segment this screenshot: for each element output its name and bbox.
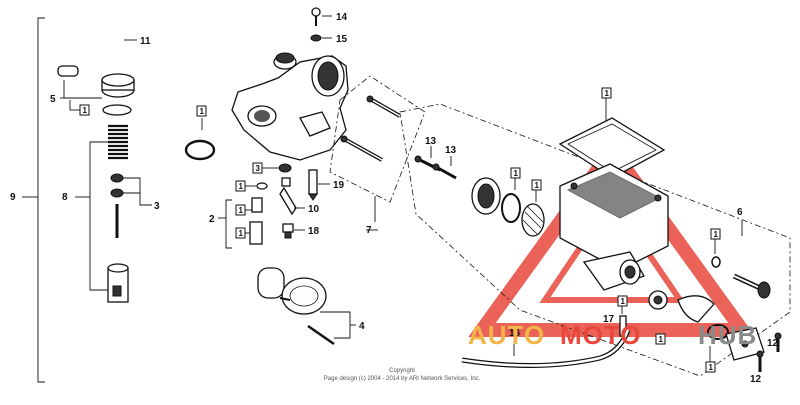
callout-11: 11 [140, 36, 151, 47]
box-mark: 1 [617, 295, 628, 307]
box-mark: 1 [655, 333, 666, 345]
callout-14: 14 [336, 12, 348, 23]
box-mark: 1 [705, 361, 716, 373]
part-10-slow-jet [279, 177, 297, 216]
box-mark: 1 [235, 204, 246, 216]
part-4-float [257, 267, 335, 346]
carburetor-body [231, 52, 349, 161]
clip-a [110, 173, 124, 183]
box-mark: 1 [710, 228, 721, 240]
part-15-washer [310, 34, 322, 42]
callout-13-b: 13 [445, 145, 457, 156]
part-13-screws [414, 155, 457, 180]
svg-text:1: 1 [239, 229, 244, 238]
svg-text:1: 1 [714, 230, 719, 239]
callout-13-a: 13 [425, 136, 437, 147]
svg-text:1: 1 [621, 297, 626, 306]
callout-9: 9 [10, 192, 16, 203]
bracket-9 [37, 17, 45, 383]
part-14-screw [311, 7, 321, 26]
main-jet [249, 197, 263, 245]
part-7-screws [340, 95, 401, 162]
svg-text:1: 1 [514, 169, 519, 178]
box-mark: 1 [79, 104, 90, 116]
callout-15: 15 [336, 34, 348, 45]
diaphragm-cover [471, 177, 501, 215]
copyright-text: Page design (c) 2004 - 2014 by ARI Netwo… [324, 376, 481, 382]
callout-3-left: 3 [154, 201, 160, 212]
callout-19: 19 [333, 180, 345, 191]
callout-5: 5 [50, 94, 56, 105]
part-11-elbow [78, 34, 137, 49]
svg-text:1: 1 [83, 106, 88, 115]
box-mark: 1 [510, 167, 521, 179]
panel-7 [329, 75, 426, 203]
svg-text:3: 3 [256, 164, 261, 173]
callout-6: 6 [737, 207, 743, 218]
callout-18: 18 [308, 226, 320, 237]
callout-4: 4 [359, 321, 365, 332]
watermark-word-auto: AUTO [468, 320, 545, 350]
part-12-screws [756, 332, 782, 372]
panel-6 [399, 103, 791, 377]
callout-17: 17 [603, 314, 615, 325]
watermark-triangle [468, 138, 756, 337]
float-chamber-cover [558, 117, 666, 179]
callout-7: 7 [366, 225, 372, 236]
callout-8: 8 [62, 192, 68, 203]
drain-plate [707, 324, 765, 361]
box-mark: 1 [235, 227, 246, 239]
box-mark: 1 [235, 180, 246, 192]
chamber-fitting [582, 251, 645, 291]
box-mark: 1 [531, 179, 542, 191]
callout-2: 2 [209, 214, 215, 225]
watermark-word-moto: MOTO [560, 320, 642, 350]
diaphragm [648, 290, 715, 323]
small-oring [256, 182, 268, 190]
jet-washer [278, 163, 292, 173]
box-mark: 3 [252, 162, 263, 174]
gasket-ring [102, 104, 132, 116]
screw-oring [711, 256, 721, 268]
throttle-valve [107, 263, 129, 303]
svg-text:1: 1 [535, 181, 540, 190]
svg-text:1: 1 [200, 107, 205, 116]
o-ring [184, 139, 216, 161]
callout-12-a: 12 [767, 338, 779, 349]
cover-oring [501, 193, 521, 223]
copyright-title: Copyright [389, 368, 415, 374]
svg-text:1: 1 [239, 206, 244, 215]
float-chamber [559, 163, 669, 271]
adjust-screw [732, 273, 771, 299]
callout-16: 16 [509, 328, 521, 339]
callout-12-b: 12 [750, 374, 762, 385]
callout-10: 10 [308, 204, 320, 215]
box-mark: 1 [601, 87, 612, 99]
watermark-text: AUTO MOTO HUB [468, 320, 757, 350]
watermark-word-hub: HUB [698, 320, 757, 350]
filter-screen [521, 203, 545, 237]
box-mark: 1 [196, 105, 207, 117]
svg-text:1: 1 [605, 89, 610, 98]
clip-b [110, 188, 124, 198]
svg-text:1: 1 [239, 182, 244, 191]
part-19-pin [308, 169, 318, 201]
part-5-cap [57, 64, 135, 98]
part-18-plug [282, 223, 294, 239]
svg-text:1: 1 [709, 363, 714, 372]
part-8-spring [108, 124, 128, 160]
svg-text:1: 1 [659, 335, 664, 344]
